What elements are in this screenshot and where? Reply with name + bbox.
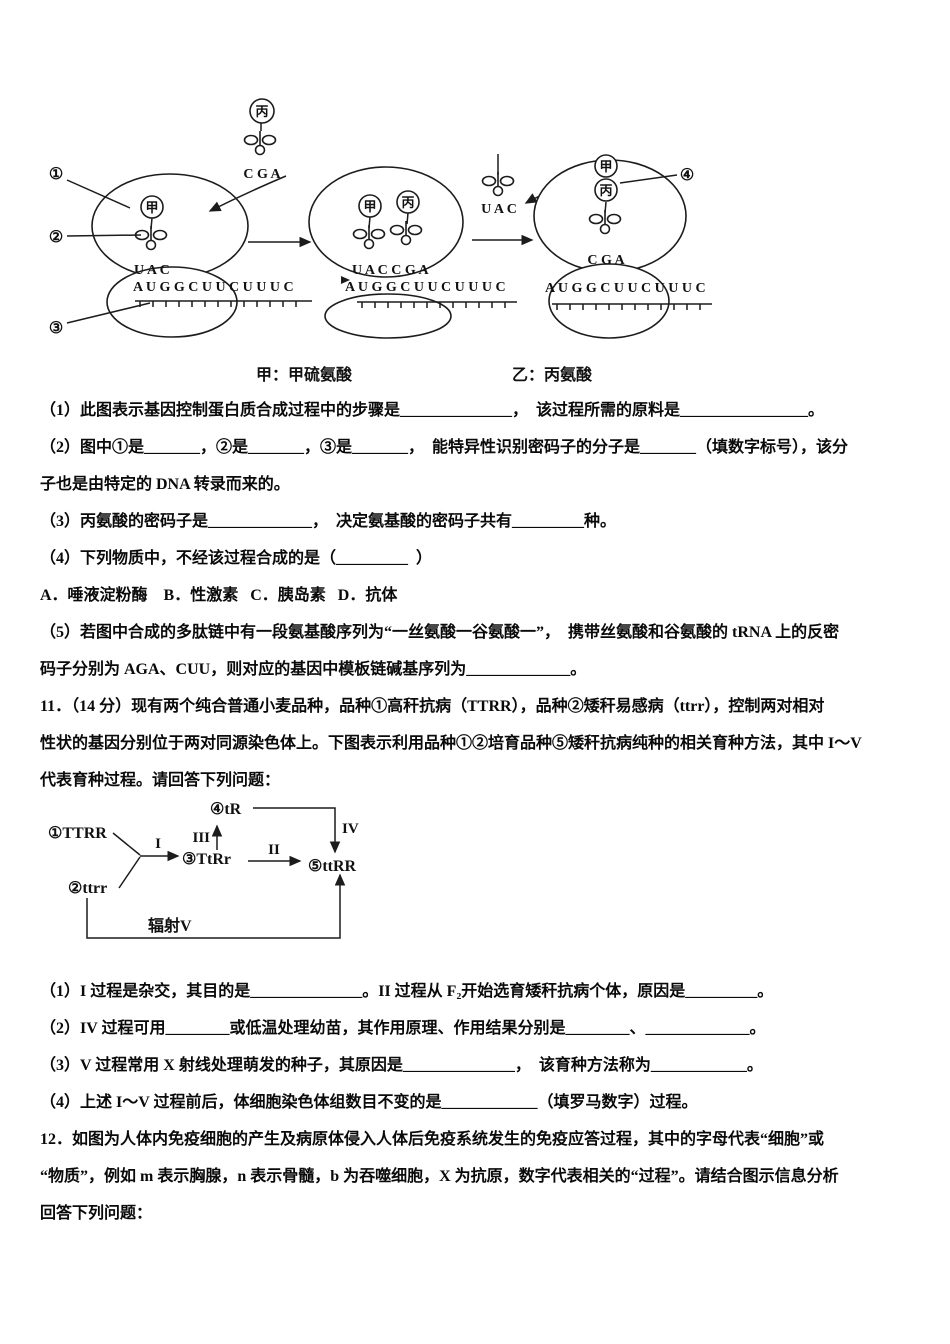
cross-line-2 <box>118 856 141 889</box>
q10-questions: （1）此图表示基因控制蛋白质合成过程中的步骤是______________， 该… <box>0 392 950 688</box>
amino-acid-label: 丙 <box>255 104 268 119</box>
peptide-aa-circle <box>594 178 618 202</box>
question-line: 11．（14 分）现有两个纯合普通小麦品种，品种①高秆抗病（TTRR），品种②矮… <box>40 698 825 715</box>
process-IV-label: IV <box>342 821 359 837</box>
question-line: 性状的基因分别位于两对同源染色体上。下图表示利用品种①②培育品种⑤矮秆抗病纯种的… <box>40 735 862 752</box>
mrna-ticks <box>361 302 506 308</box>
process-IV-arrow <box>253 807 341 854</box>
question-line: （5）若图中合成的多肽链中有一段氨基酸序列为“一丝氨酸一谷氨酸一”， 携带丝氨酸… <box>40 624 840 641</box>
breeding-arrows <box>86 807 346 939</box>
question-line: （2）图中①是_______，②是_______，③是_______， 能特异性… <box>40 439 849 456</box>
marker-4: ④ <box>680 167 694 184</box>
radiation-V-arrow <box>86 873 346 939</box>
mrna-ticks <box>139 301 297 307</box>
question-line: 回答下列问题： <box>40 1205 153 1222</box>
amino-acid-circle <box>140 195 164 219</box>
node-3-TtRr: ③TtRr <box>182 851 231 868</box>
q12-intro: 12．如图为人体内免疫细胞的产生及病原体侵入人体后免疫系统发生的免疫应答过程，其… <box>0 1121 950 1232</box>
marker-1: ① <box>49 166 63 183</box>
ribosome-large-subunit <box>308 166 464 278</box>
translation-figure: A U G G C U U C U U U C U A C 甲 丙 C G A … <box>49 98 712 384</box>
anticodon-label: C G A <box>587 253 625 268</box>
mrna-ticks <box>556 304 701 310</box>
amino-acid-circle <box>396 190 420 214</box>
question-line: （3）丙氨酸的密码子是_____________， 决定氨基酸的密码子共有___… <box>40 513 617 530</box>
question-line: 码子分别为 AGA、CUU，则对应的基因中模板链碱基序列为___________… <box>40 661 587 678</box>
node-5-ttRR: ⑤ttRR <box>308 858 357 875</box>
entry-arrow <box>208 175 287 212</box>
anticodon-label: U A C C G A <box>352 263 430 278</box>
marker-2-line <box>66 234 142 237</box>
option-line: A．唾液淀粉酶 B．性激素 C．胰岛素 D．抗体 <box>40 587 398 604</box>
figure-caption-right: 乙：丙氨酸 <box>512 365 593 384</box>
ribosome-small-subunit <box>106 266 238 338</box>
ribosome-3: A U G G C U U C U U U C C G A 甲 丙 ④ <box>533 154 712 339</box>
question-line: “物质”，例如 m 表示胸腺，n 表示骨髓，b 为吞噬细胞，X 为抗原，数字代表… <box>40 1168 839 1185</box>
trna-icon <box>243 130 277 156</box>
marker-3: ③ <box>49 320 63 337</box>
question-line: 子也是由特定的 DNA 转录而来的。 <box>40 476 290 493</box>
question-line: （4）上述 I～V 过程前后，体细胞染色体组数目不变的是____________… <box>40 1094 698 1111</box>
question-line: （4）下列物质中，不经该过程合成的是（_________ ） <box>40 550 433 567</box>
anticodon-label: U A C <box>481 202 517 217</box>
anticodon-label: U A C <box>134 263 170 278</box>
cross-line-1 <box>112 832 141 856</box>
question-line: 代表育种过程。请回答下列问题： <box>40 772 281 789</box>
mrna-sequence: A U G G C U U C U U U C <box>133 280 294 295</box>
ribosome-2: A U G G C U U C U U U C U A C C G A 甲 丙 <box>308 166 517 339</box>
mrna-sequence: A U G G C U U C U U U C <box>545 281 706 296</box>
figure-caption-left: 甲：甲硫氨酸 <box>256 365 353 384</box>
question-line: （2）IV 过程可用________或低温处理幼苗，其作用原理、作用结果分别是_… <box>40 1020 766 1037</box>
trna-stem <box>406 212 409 225</box>
node-4-tR: ④tR <box>210 801 242 818</box>
marker-3-line <box>66 302 151 324</box>
radiation-V-label: 辐射V <box>148 916 192 935</box>
node-2-ttrr: ②ttrr <box>68 880 107 897</box>
marker-2: ② <box>49 229 63 246</box>
anticodon-label: C G A <box>243 167 281 182</box>
ribosome-small-subunit <box>324 293 452 339</box>
process-I-label: I <box>155 836 161 852</box>
question-line: （3）V 过程常用 X 射线处理萌发的种子，其原因是______________… <box>40 1057 763 1074</box>
breeding-figure: ①TTRR ②ttrr ③TtRr ④tR ⑤ttRR I II III IV … <box>48 801 359 939</box>
mrna-sequence: A U G G C U U C U U U C <box>345 280 506 295</box>
trna-icon <box>481 171 515 197</box>
marker-1-line <box>66 179 131 209</box>
callouts: ① ② ③ <box>49 166 151 337</box>
marker-4-line <box>619 174 678 184</box>
question-line: 12．如图为人体内免疫细胞的产生及病原体侵入人体后免疫系统发生的免疫应答过程，其… <box>40 1131 825 1148</box>
amino-acid-label: 丙 <box>401 195 414 210</box>
amino-acid-label: 甲 <box>363 199 376 214</box>
ribosome-large-subunit <box>91 173 249 279</box>
peptide-aa-label: 甲 <box>599 159 612 174</box>
peptide-aa-circle <box>594 154 618 178</box>
amino-acid-circle <box>249 98 275 124</box>
ribosome-small-subunit <box>548 263 670 339</box>
amino-acid-circle <box>358 194 382 218</box>
question-line: （1）I 过程是杂交，其目的是______________。II 过程从 F₂开… <box>40 983 774 1000</box>
question-line: （1）此图表示基因控制蛋白质合成过程中的步骤是______________， 该… <box>40 402 825 419</box>
node-1-ttRR: ①TTRR <box>48 825 107 842</box>
peptide-aa-label: 丙 <box>599 183 612 198</box>
q11-intro: 11．（14 分）现有两个纯合普通小麦品种，品种①高秆抗病（TTRR），品种②矮… <box>0 688 950 799</box>
process-II-label: II <box>268 842 280 858</box>
process-III-label: III <box>192 830 210 846</box>
amino-acid-label: 甲 <box>145 200 158 215</box>
incoming-trna: 丙 C G A <box>208 98 287 212</box>
direction-arrowhead <box>341 276 350 284</box>
q11-questions: （1）I 过程是杂交，其目的是______________。II 过程从 F₂开… <box>0 973 950 1121</box>
ribosome-1: A U G G C U U C U U U C U A C 甲 <box>91 173 312 338</box>
